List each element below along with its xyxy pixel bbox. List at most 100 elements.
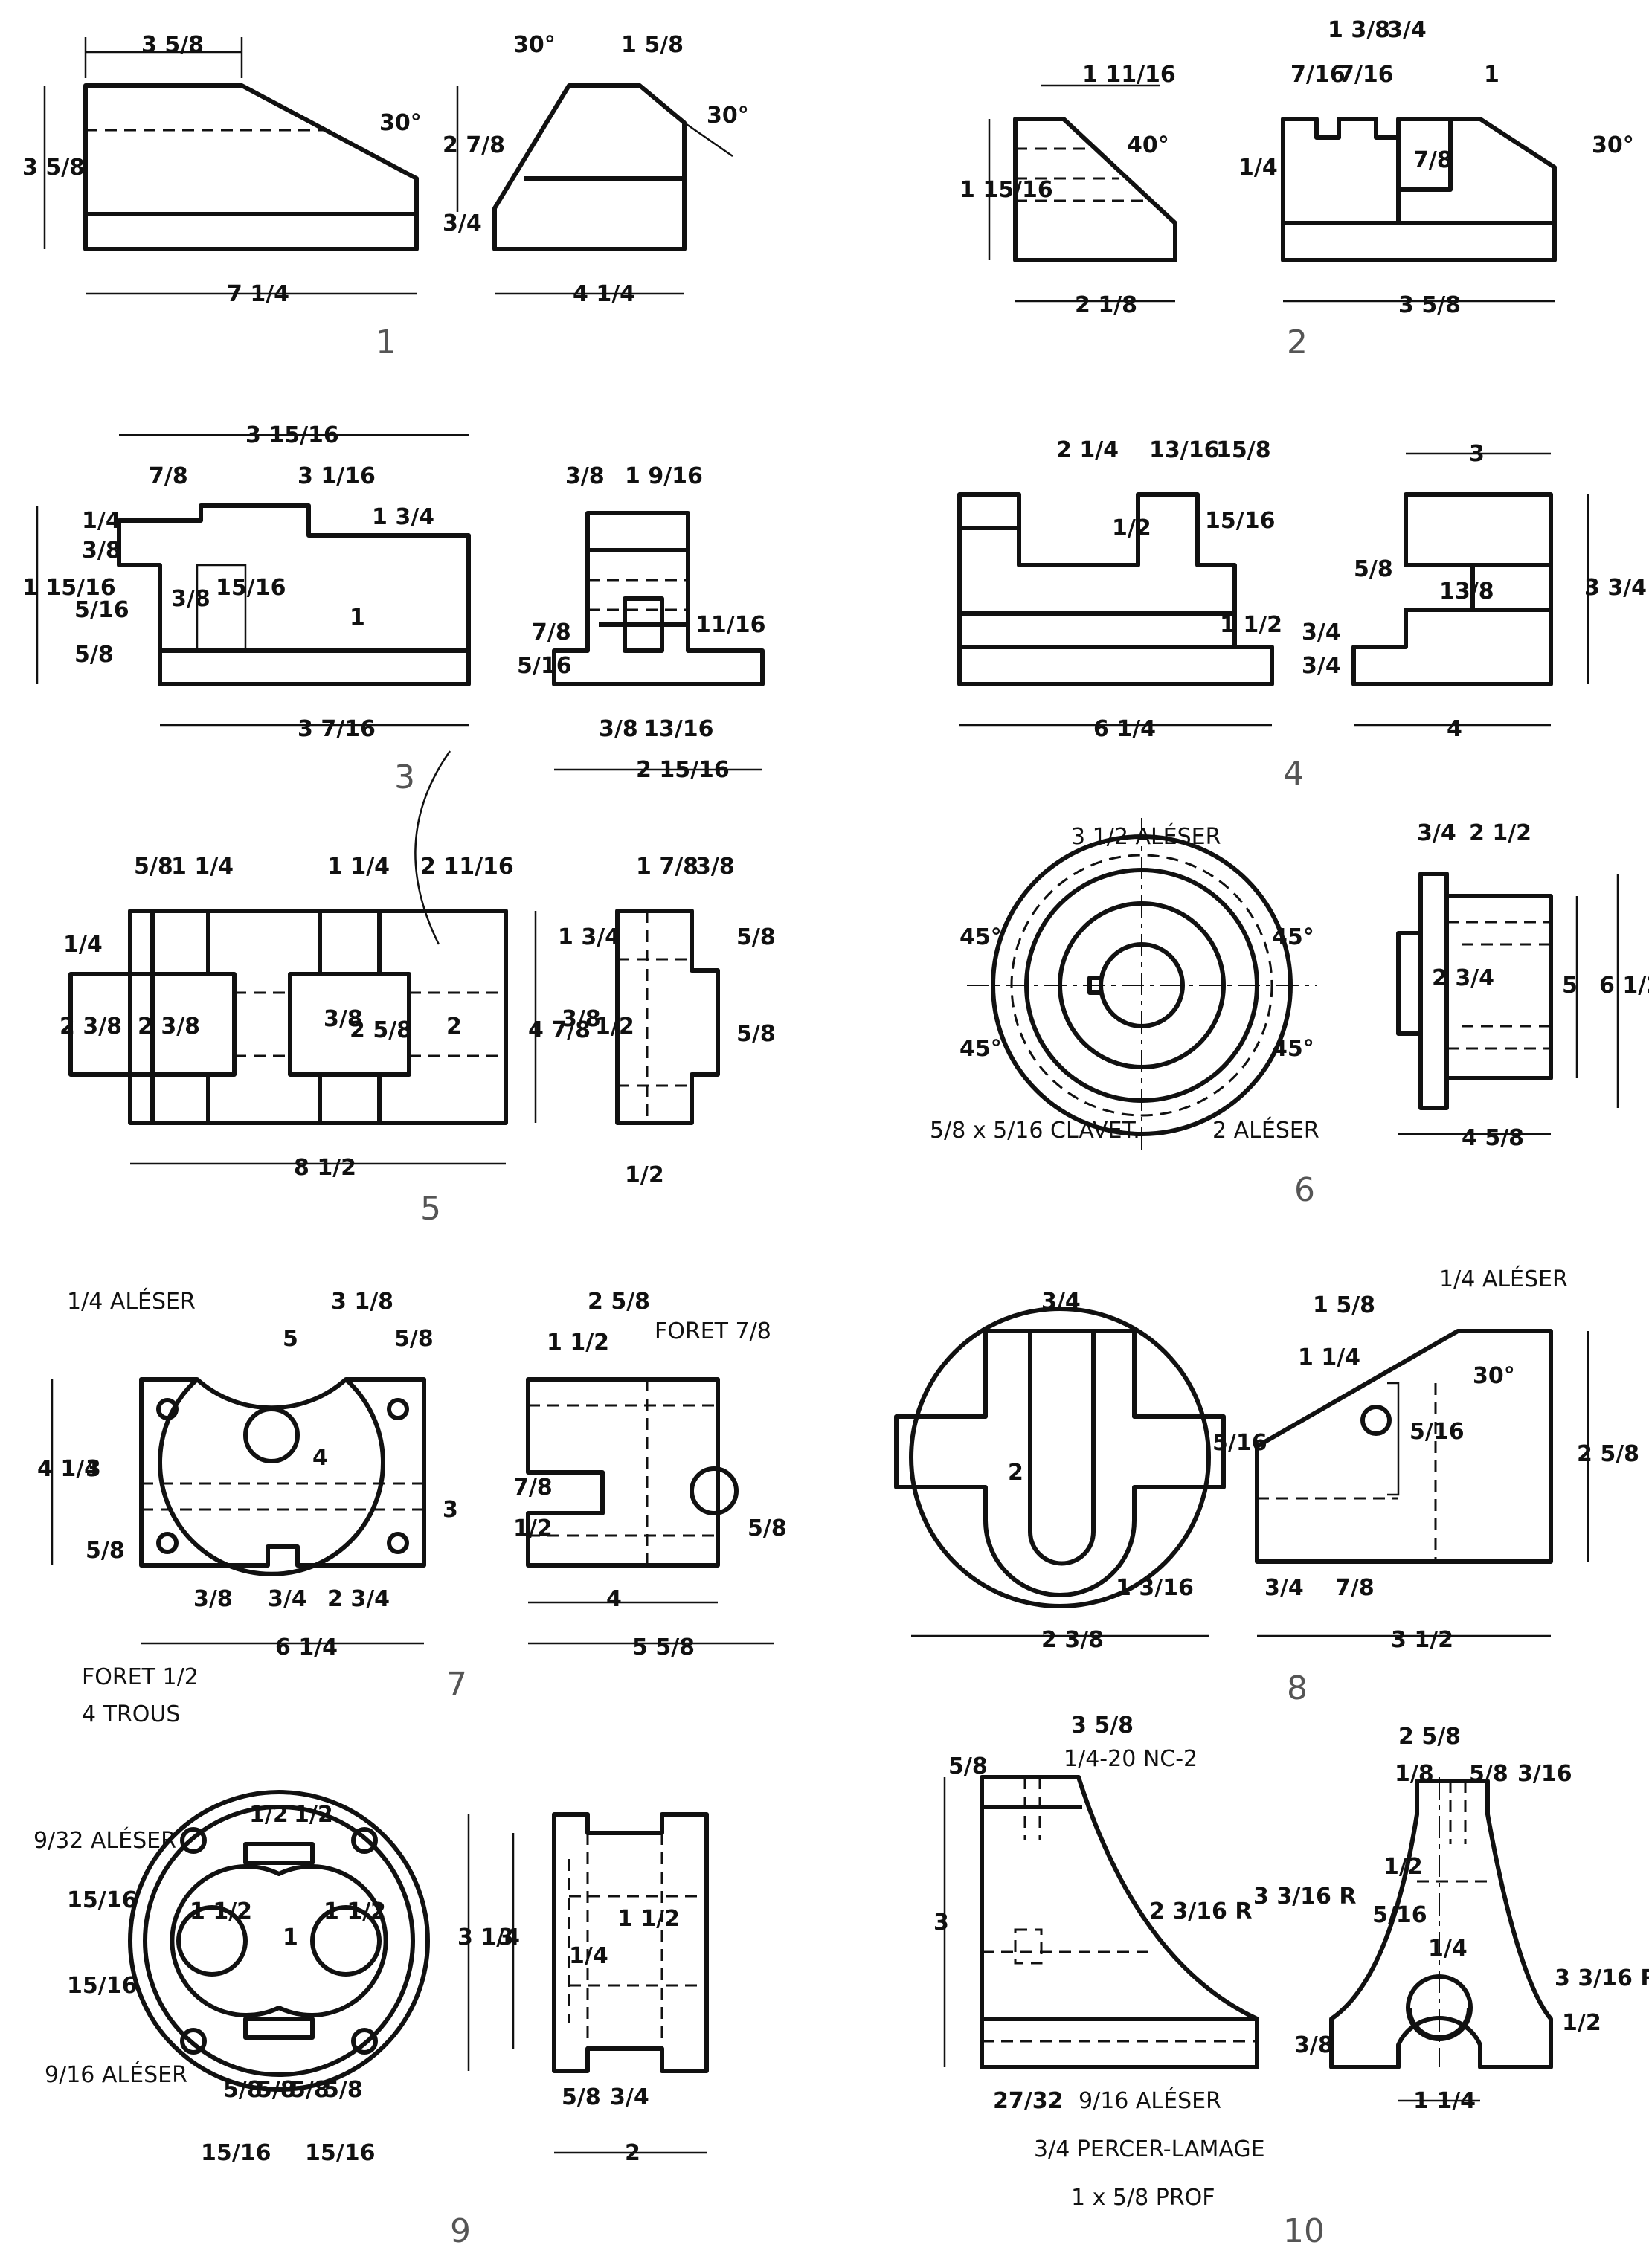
fig3-dim: 5/16: [74, 597, 129, 623]
fig10-label: 9/16 ALÉSER: [1079, 2087, 1221, 2114]
fig10-dim: 3: [933, 1910, 949, 1936]
fig2-dim: 1 3/8: [1328, 17, 1390, 43]
fig10-label: 3/4 PERCER-LAMAGE: [1034, 2136, 1265, 2162]
fig4-dim: 1 1/2: [1220, 612, 1282, 638]
fig8-dim: 1 1/4: [1298, 1344, 1360, 1370]
fig2-dim: 1 15/16: [959, 177, 1053, 203]
fig4-dim: 3 3/4: [1584, 575, 1647, 601]
fig7-label: FORET 7/8: [655, 1318, 771, 1344]
fig3-dim: 1 3/4: [372, 504, 434, 530]
fig8-dim: 2 3/8: [1041, 1627, 1104, 1653]
fig10-dim: 1/2: [1562, 2010, 1601, 2036]
fig7-dim: 5/8: [394, 1326, 434, 1352]
fig1-dim: 3/4: [443, 210, 482, 236]
figure-8: 3/4 2 5/16 1 3/16 2 3/8 1 5/8 1 1/4 1/4 …: [894, 1266, 1639, 1707]
fig2-dim: 3/4: [1387, 17, 1427, 43]
figure-9-number: 9: [450, 2212, 471, 2250]
fig5-dim: 1/2: [625, 1162, 664, 1188]
fig6-label: 2 ALÉSER: [1212, 1117, 1319, 1144]
fig2-dim: 1 11/16: [1082, 62, 1176, 88]
fig9-dim: 1 1/2: [324, 1898, 386, 1924]
fig7-dim: 5 5/8: [632, 1634, 695, 1660]
fig5-dim: 4 7/8: [528, 1017, 591, 1043]
figure-6: 45° 45° 45° 45° 3 1/2 ALÉSER 5/8 x 5/16 …: [930, 818, 1649, 1209]
fig10-dim: 3 3/16 R: [1555, 1965, 1649, 1991]
fig9-dim: 5/8: [223, 2077, 263, 2103]
figure-3-number: 3: [394, 758, 415, 796]
fig5-dim: 3/8: [695, 854, 735, 880]
fig5-dim: 2 3/8: [60, 1014, 122, 1040]
fig4-dim: 13/16: [1149, 437, 1219, 463]
fig3-dim: 3 15/16: [245, 422, 339, 448]
fig7-dim: 5/8: [748, 1515, 787, 1541]
fig3-dim: 2 15/16: [636, 757, 730, 783]
fig8-dim: 3/4: [1264, 1575, 1304, 1601]
fig7-dim: 7/8: [513, 1475, 553, 1501]
fig3-dim: 3/8: [565, 463, 605, 489]
fig5-dim: 2: [446, 1014, 462, 1040]
fig8-dim: 2 5/8: [1577, 1441, 1639, 1467]
fig7-dim: 1/2: [513, 1515, 553, 1541]
fig3-dim: 7/8: [532, 619, 571, 645]
fig3-dim: 1: [350, 605, 365, 631]
fig6-dim: 45°: [1272, 924, 1314, 950]
fig6-dim: 5: [1562, 973, 1578, 999]
fig4-dim: 4: [1447, 716, 1462, 742]
fig9-dim: 5/8: [562, 2084, 601, 2110]
figure-6-number: 6: [1294, 1171, 1315, 1209]
fig9-dim: 15/16: [67, 1887, 137, 1913]
fig7-label: 4 TROUS: [82, 1701, 180, 1727]
fig5-dim: 1 7/8: [636, 854, 698, 880]
fig9-dim: 1 1/2: [617, 1906, 680, 1932]
fig5-dim: 1 3/4: [558, 924, 620, 950]
figure-10-number: 10: [1283, 2212, 1325, 2250]
fig10-label: 1 x 5/8 PROF: [1071, 2185, 1215, 2211]
fig3-dim: 13/16: [643, 716, 713, 742]
fig10-dim: 1/4: [1428, 1936, 1468, 1962]
fig3-dim: 3/8: [599, 716, 638, 742]
fig5-dim: 2 5/8: [350, 1017, 412, 1043]
fig9-dim: 15/16: [67, 1973, 137, 1999]
fig5-dim: 1/2: [595, 1014, 634, 1040]
fig9-label: 9/16 ALÉSER: [45, 2061, 187, 2088]
fig8-dim: 1 3/16: [1116, 1575, 1194, 1601]
fig1-dim: 3 5/8: [22, 155, 85, 181]
fig1-dim: 30°: [513, 32, 556, 58]
figure-1: 3 5/8 3 5/8 7 1/4 30° 30° 1 5/8 2 7/8 3/…: [22, 32, 749, 361]
fig4-dim: 6 1/4: [1093, 716, 1156, 742]
fig7-dim: 5: [283, 1326, 298, 1352]
fig10-dim: 1 1/4: [1413, 2088, 1476, 2114]
fig2-dim: 1: [1484, 62, 1499, 88]
fig4-dim: 15/8: [1216, 437, 1271, 463]
fig4-dim: 5/8: [1354, 556, 1393, 582]
figure-1-number: 1: [376, 323, 396, 361]
fig8-dim: 5/16: [1212, 1430, 1267, 1456]
fig10-dim: 27/32: [993, 2088, 1063, 2114]
fig6-dim: 3/4: [1417, 820, 1456, 846]
fig9-dim: 1/2: [249, 1802, 289, 1828]
figure-5-number: 5: [420, 1190, 441, 1228]
fig6-dim: 6 1/2: [1599, 973, 1649, 999]
fig2-dim: 7/16: [1290, 62, 1346, 88]
figure-2-number: 2: [1287, 323, 1308, 361]
fig3-dim: 3 1/16: [298, 463, 376, 489]
fig10-dim: 1/8: [1395, 1761, 1434, 1787]
fig3-dim: 7/8: [149, 463, 188, 489]
fig5-dim: 1 1/4: [171, 854, 234, 880]
fig9-dim: 15/16: [305, 2140, 375, 2166]
fig2-dim: 7/8: [1413, 147, 1453, 173]
figure-4-number: 4: [1283, 755, 1304, 793]
fig6-dim: 45°: [1272, 1036, 1314, 1062]
fig10-dim: 2 3/16 R: [1149, 1898, 1252, 1924]
fig7-dim: 4 1/4: [37, 1456, 100, 1482]
fig4-dim: 3/4: [1302, 619, 1341, 645]
fig6-dim: 2 3/4: [1432, 965, 1494, 991]
figure-4: 2 1/4 13/16 15/8 1/2 15/16 1 1/2 6 1/4 3…: [957, 437, 1647, 793]
fig8-dim: 7/8: [1335, 1575, 1375, 1601]
fig9-dim: 1/2: [294, 1802, 333, 1828]
fig5-dim: 2 11/16: [420, 854, 514, 880]
fig5-dim: 2 3/8: [138, 1014, 200, 1040]
fig7-dim: 1 1/2: [547, 1330, 609, 1356]
